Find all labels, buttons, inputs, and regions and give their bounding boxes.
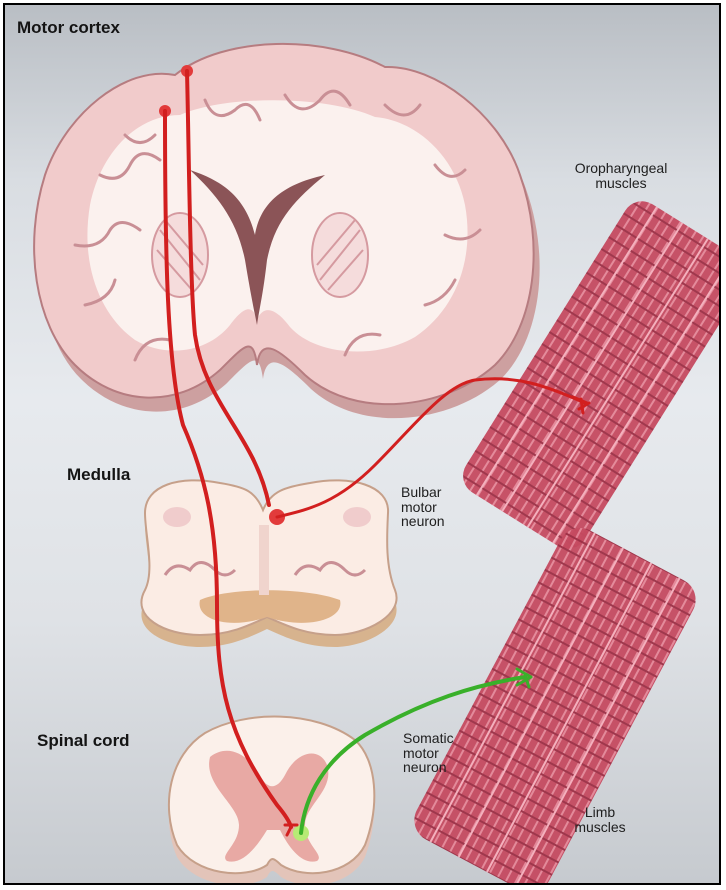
medulla-midline bbox=[259, 525, 269, 595]
bulbar-label-line-2: motor bbox=[401, 500, 445, 515]
somatic-label-line-2: motor bbox=[403, 746, 454, 761]
medulla-nucleus-left bbox=[163, 507, 191, 527]
motor-pathway-illustration bbox=[5, 5, 719, 883]
bulbar-motor-neuron-label: Bulbar motor neuron bbox=[401, 485, 445, 529]
medulla-pyramids bbox=[200, 590, 341, 623]
neuron-pathway-diagram: Motor cortex Medulla Spinal cord Orophar… bbox=[3, 3, 721, 885]
oropharyngeal-label-line-1: Oropharyngeal bbox=[561, 161, 681, 176]
motor-cortex-label: Motor cortex bbox=[17, 19, 120, 37]
medulla-label: Medulla bbox=[67, 466, 130, 484]
medulla-nucleus-right bbox=[343, 507, 371, 527]
brain-coronal-section bbox=[34, 44, 540, 418]
oropharyngeal-muscles-label: Oropharyngeal muscles bbox=[561, 161, 681, 190]
limb-muscle-fibers bbox=[407, 520, 704, 883]
oropharyngeal-label-line-2: muscles bbox=[561, 176, 681, 191]
somatic-label-line-3: neuron bbox=[403, 760, 454, 775]
limb-label-line-2: muscles bbox=[565, 820, 635, 835]
limb-muscles-label: Limb muscles bbox=[565, 805, 635, 834]
somatic-motor-neuron-label: Somatic motor neuron bbox=[403, 731, 454, 775]
bulbar-label-line-1: Bulbar bbox=[401, 485, 445, 500]
bulbar-label-line-3: neuron bbox=[401, 514, 445, 529]
somatic-label-line-1: Somatic bbox=[403, 731, 454, 746]
spinal-cord-label: Spinal cord bbox=[37, 732, 130, 750]
limb-label-line-1: Limb bbox=[565, 805, 635, 820]
